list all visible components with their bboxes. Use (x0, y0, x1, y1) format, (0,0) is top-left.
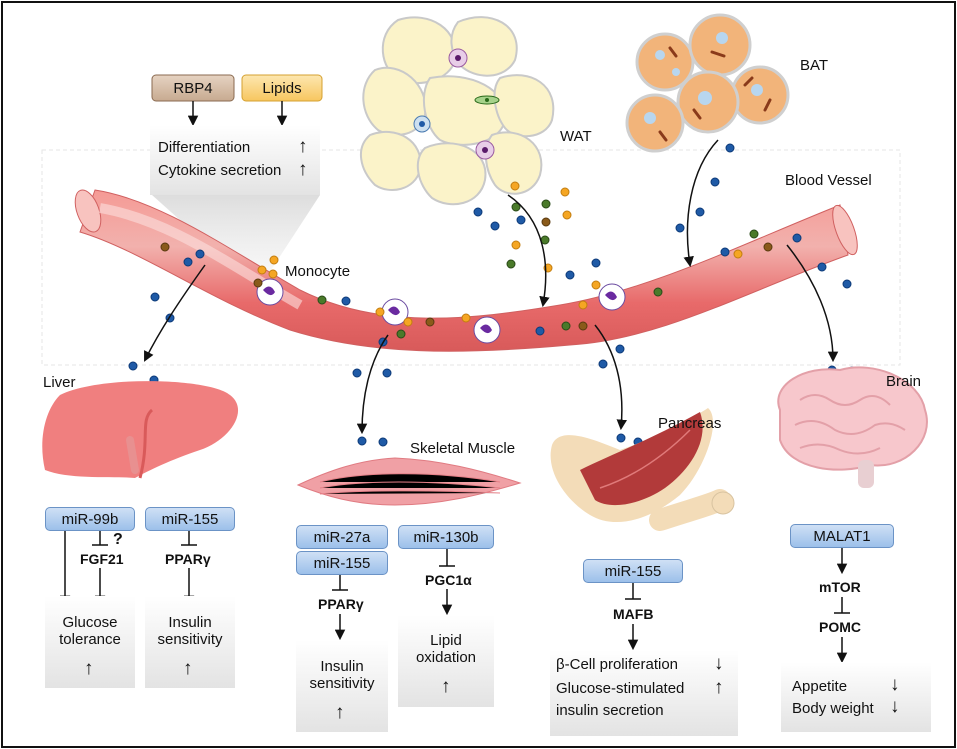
green-particles (317, 199, 759, 339)
muscle-mir155-box: miR-155 (296, 551, 388, 575)
tolerance-line: tolerance (59, 631, 121, 648)
muscle-mir27a-box: miR-27a (296, 525, 388, 549)
lipid-line: Lipid (430, 632, 462, 649)
liver-glucose-box (45, 596, 135, 688)
bat-tissue (625, 13, 790, 153)
arrow-to-muscle (356, 334, 389, 435)
brain-effects-box (781, 662, 931, 732)
differentiation-text: Differentiation (158, 139, 251, 156)
glucose-stimulated-text: Glucose-stimulated (556, 680, 685, 697)
pancreas-label: Pancreas (658, 415, 722, 432)
pancreas-mafb: MAFB (613, 606, 654, 622)
muscle-lipid-box (398, 615, 494, 707)
brown-particles (160, 217, 773, 331)
brain-organ (777, 366, 928, 488)
lipid-oxidation-up: ↑ (441, 676, 451, 697)
monocytes (256, 278, 626, 344)
muscle-insulin-line: Insulin (320, 658, 364, 675)
appetite-text: Appetite (792, 678, 848, 695)
brain-mtor: mTOR (819, 579, 861, 595)
liver-mir155-box: miR-155 (145, 507, 235, 531)
cytokine-text: Cytokine secretion (158, 162, 282, 179)
glucose-tolerance-up: ↑ (84, 658, 94, 679)
glucose-line: Glucose (62, 614, 118, 631)
insulin-line: Insulin (168, 614, 212, 631)
appetite-down: ↓ (890, 674, 900, 695)
bat-label: BAT (800, 57, 829, 74)
flow-arrows (144, 139, 839, 435)
liver-mir99b-box: miR-99b (45, 507, 135, 531)
monocyte-label: Monocyte (285, 263, 351, 280)
arrow-to-pancreas (594, 324, 628, 431)
muscle-organ (296, 457, 522, 506)
pancreas-organ (550, 408, 735, 531)
body-weight-down: ↓ (890, 696, 900, 717)
arrow-from-bat (683, 139, 719, 268)
brain-connectors (834, 548, 850, 664)
brain-pomc: POMC (819, 619, 861, 635)
pancreas-mir155-box: miR-155 (583, 559, 683, 583)
arrow-from-wat (507, 194, 550, 308)
pancreas-connectors (625, 583, 641, 651)
muscle-sensitivity-line: sensitivity (309, 675, 375, 692)
brain-label: Brain (886, 373, 922, 390)
liver-fgf21: FGF21 (80, 551, 124, 567)
sensitivity-line: sensitivity (157, 631, 223, 648)
magnifier-cone (152, 195, 320, 290)
liver-question-mark: ? (113, 531, 123, 548)
pancreas-effects-box (550, 650, 738, 736)
oxidation-line: oxidation (415, 649, 477, 666)
muscle-ppar-gamma: PPARγ (318, 596, 364, 612)
liver-organ (42, 381, 239, 479)
liver-insulin-box (145, 596, 235, 688)
liver-connectors (59, 530, 197, 607)
cytokine-up-arrow: ↑ (298, 159, 308, 180)
muscle-insulin-box (296, 640, 388, 732)
rbp4-label: RBP4 (173, 79, 213, 97)
insulin-secretion-text: insulin secretion (556, 702, 664, 719)
wat-immune-cells (413, 48, 500, 160)
muscle-insulin-up: ↑ (335, 702, 345, 723)
liver-label: Liver (43, 374, 76, 391)
blood-vessel-label: Blood Vessel (785, 172, 872, 189)
skeletal-muscle-label: Skeletal Muscle (410, 440, 516, 457)
differentiation-up-arrow: ↑ (298, 136, 308, 157)
beta-cell-down: ↓ (714, 653, 724, 674)
liver-ppar-gamma: PPARγ (165, 551, 211, 567)
lipids-label: Lipids (262, 79, 302, 97)
brain-malat1-box: MALAT1 (790, 524, 894, 548)
insulin-secretion-up: ↑ (714, 677, 724, 698)
blue-particles (128, 143, 857, 447)
arrow-to-liver (144, 264, 206, 362)
beta-cell-text: β-Cell proliferation (556, 656, 679, 673)
wat-label: WAT (560, 128, 592, 145)
muscle-mir130b-box: miR-130b (398, 525, 494, 549)
muscle-connectors (332, 549, 455, 641)
arrow-to-brain (786, 244, 839, 363)
liver-insulin-up: ↑ (183, 658, 193, 679)
muscle-pgc1a: PGC1α (425, 572, 472, 588)
wat-tissue (360, 16, 555, 206)
monocyte-effects-box (150, 125, 320, 195)
body-weight-text: Body weight (792, 700, 874, 717)
